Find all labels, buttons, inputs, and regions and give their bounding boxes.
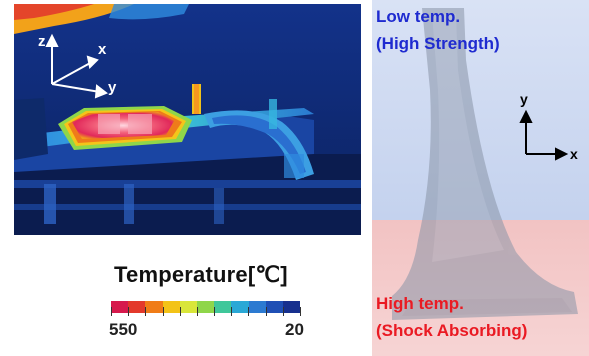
colorbar-swatch (265, 301, 283, 313)
colorbar-swatch (128, 301, 146, 313)
colorbar-min-label: 550 (109, 320, 138, 339)
part-zone-panel: Low temp. (High Strength) High temp. (Sh… (372, 0, 589, 356)
colorbar-swatch (282, 301, 301, 313)
colorbar-gradient (111, 301, 301, 313)
colorbar-tick (111, 307, 112, 316)
colorbar-swatch (145, 301, 163, 313)
part-axis-y-label: y (520, 91, 528, 107)
colorbar-ticks (111, 307, 301, 317)
thermal-axis-x-label: x (98, 41, 107, 58)
part-axes-indicator: y x (519, 91, 578, 162)
colorbar-tick (300, 307, 301, 316)
thermal-axis-y-label: y (108, 79, 117, 96)
high-temp-line2: (Shock Absorbing) (376, 321, 528, 340)
colorbar-tick (196, 307, 198, 316)
colorbar-tick (179, 307, 181, 316)
colorbar-title: Temperature[℃] (114, 262, 288, 287)
low-temperature-label: Low temp. (High Strength) (376, 3, 500, 57)
colorbar-swatch (162, 301, 180, 313)
low-temp-line1: Low temp. (376, 7, 461, 26)
colorbar-tick (231, 307, 233, 316)
colorbar-tick (145, 307, 147, 316)
colorbar-tick (265, 307, 267, 316)
colorbar-swatch (179, 301, 197, 313)
colorbar-tick (282, 307, 284, 316)
colorbar-max-label: 20 (285, 320, 304, 339)
colorbar-tick (248, 307, 250, 316)
colorbar-swatch (196, 301, 215, 313)
colorbar-swatch (231, 301, 249, 313)
low-temp-line2: (High Strength) (376, 34, 500, 53)
b-pillar-shape (392, 8, 578, 320)
colorbar-tick (214, 307, 216, 316)
colorbar-swatch (111, 301, 129, 313)
colorbar-tick (162, 307, 164, 316)
high-temp-line1: High temp. (376, 294, 464, 313)
colorbar-tick (128, 307, 130, 316)
colorbar-swatch (248, 301, 266, 313)
thermal-axis-z-label: z (38, 33, 46, 50)
colorbar-swatch (214, 301, 232, 313)
temperature-colorbar: Temperature[℃] 550 20 (100, 262, 320, 352)
thermal-image: z x y (14, 4, 361, 235)
part-axis-x-label: x (570, 146, 578, 162)
high-temperature-label: High temp. (Shock Absorbing) (376, 290, 527, 344)
